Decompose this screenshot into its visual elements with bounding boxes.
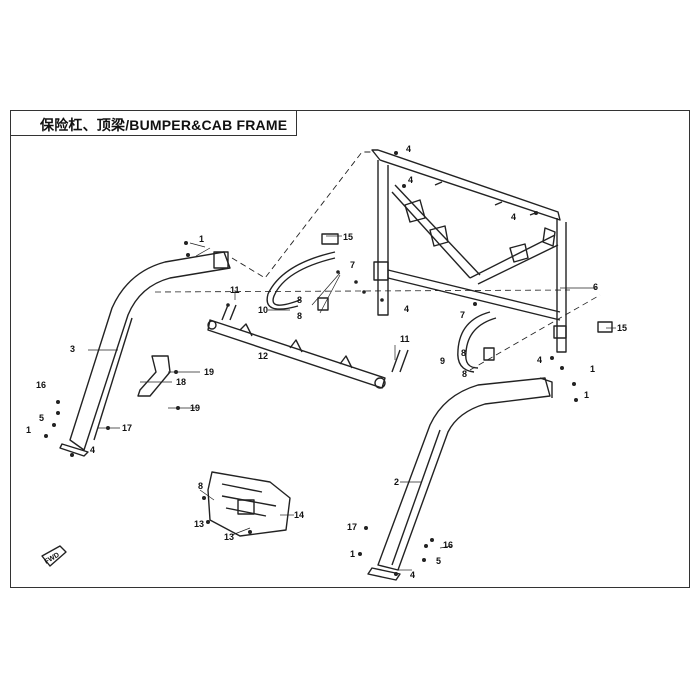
callout-19: 19 xyxy=(190,403,200,413)
callout-15: 15 xyxy=(343,232,353,242)
front-left-hoop xyxy=(59,251,231,457)
callout-3: 3 xyxy=(70,344,75,354)
callout-9: 9 xyxy=(440,356,445,366)
callout-12: 12 xyxy=(258,351,268,361)
callout-1: 1 xyxy=(584,390,589,400)
callout-13: 13 xyxy=(194,519,204,529)
callout-6: 6 xyxy=(593,282,598,292)
callout-1: 1 xyxy=(590,364,595,374)
callout-11: 11 xyxy=(230,285,240,295)
callout-1: 1 xyxy=(199,234,204,244)
bracket-left xyxy=(221,304,237,321)
callout-7: 7 xyxy=(350,260,355,270)
callout-4: 4 xyxy=(537,355,542,365)
skid-plate xyxy=(207,471,291,537)
callout-19: 19 xyxy=(204,367,214,377)
page-title: 保险杠、顶梁/BUMPER&CAB FRAME xyxy=(40,117,288,133)
assembly-dashed-line xyxy=(231,151,372,279)
callout-4: 4 xyxy=(404,304,409,314)
callout-4: 4 xyxy=(406,144,411,154)
callout-5: 5 xyxy=(436,556,441,566)
callout-1: 1 xyxy=(350,549,355,559)
callout-16: 16 xyxy=(36,380,46,390)
callout-4: 4 xyxy=(410,570,415,580)
callout-14: 14 xyxy=(294,510,304,520)
cross-bar xyxy=(207,319,386,389)
callout-4: 4 xyxy=(90,445,95,455)
callout-17: 17 xyxy=(122,423,132,433)
callout-8: 8 xyxy=(461,348,466,358)
rear-cab-frame xyxy=(371,149,567,353)
callout-8: 8 xyxy=(198,481,203,491)
callout-8: 8 xyxy=(462,369,467,379)
callout-4: 4 xyxy=(511,212,516,222)
centerline-dashed xyxy=(154,289,571,293)
callout-10: 10 xyxy=(258,305,268,315)
callout-18: 18 xyxy=(176,377,186,387)
side-bracket xyxy=(137,355,171,397)
cover-cap-left xyxy=(321,233,339,245)
callout-4: 4 xyxy=(408,175,413,185)
callout-16: 16 xyxy=(443,540,453,550)
bracket-right xyxy=(391,349,409,373)
callout-11: 11 xyxy=(400,334,410,344)
fwd-arrow-icon xyxy=(41,545,67,567)
callout-8: 8 xyxy=(297,311,302,321)
callout-15: 15 xyxy=(617,323,627,333)
callout-2: 2 xyxy=(394,477,399,487)
drawing-frame xyxy=(10,110,690,588)
callout-8: 8 xyxy=(297,295,302,305)
callout-5: 5 xyxy=(39,413,44,423)
title-box xyxy=(10,110,297,136)
callout-1: 1 xyxy=(26,425,31,435)
front-right-hoop xyxy=(367,377,553,581)
callout-7: 7 xyxy=(460,310,465,320)
cover-cap-right xyxy=(597,321,613,333)
grab-handle-right xyxy=(457,311,491,373)
grab-handle-left xyxy=(272,257,336,306)
centerline-dashed-2 xyxy=(469,294,601,371)
callout-17: 17 xyxy=(347,522,357,532)
callout-13: 13 xyxy=(224,532,234,542)
handle-mount-left xyxy=(317,297,329,311)
